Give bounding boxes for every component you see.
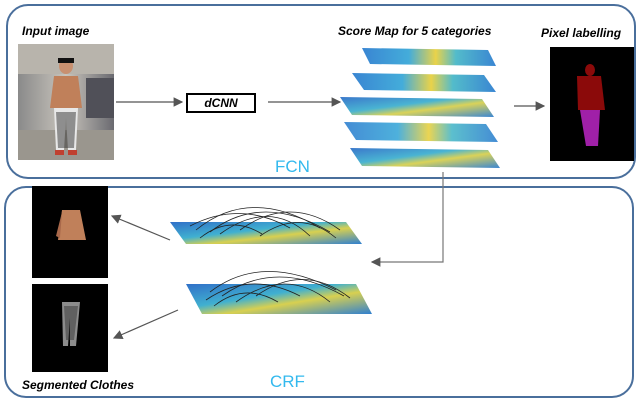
crf-map-top — [170, 207, 362, 244]
fcn-title: FCN — [275, 157, 310, 176]
input-image-label: Input image — [22, 24, 90, 38]
pixel-labelling-label: Pixel labelling — [541, 26, 622, 40]
arrow-fcn-to-crf — [370, 172, 444, 267]
crf-map-bottom — [186, 271, 372, 314]
crf-panel — [4, 186, 634, 398]
pixel-labelling-image — [550, 47, 634, 161]
crf-title: CRF — [270, 372, 305, 391]
segmented-clothes-label: Segmented Clothes — [22, 378, 135, 392]
score-map-label: Score Map for 5 categories — [338, 24, 492, 38]
score-map-stack — [340, 48, 500, 168]
dcnn-box: dCNN — [186, 93, 256, 113]
arrow-to-segment-bottom — [112, 309, 179, 340]
fcn-panel — [6, 4, 636, 179]
arrow-to-segment-top — [110, 214, 171, 241]
crf-edges-bottom — [205, 271, 351, 307]
crf-edges-top — [189, 207, 341, 239]
input-photo — [18, 44, 114, 160]
segmented-bottom-image — [32, 284, 108, 372]
segmented-top-image — [32, 186, 108, 278]
